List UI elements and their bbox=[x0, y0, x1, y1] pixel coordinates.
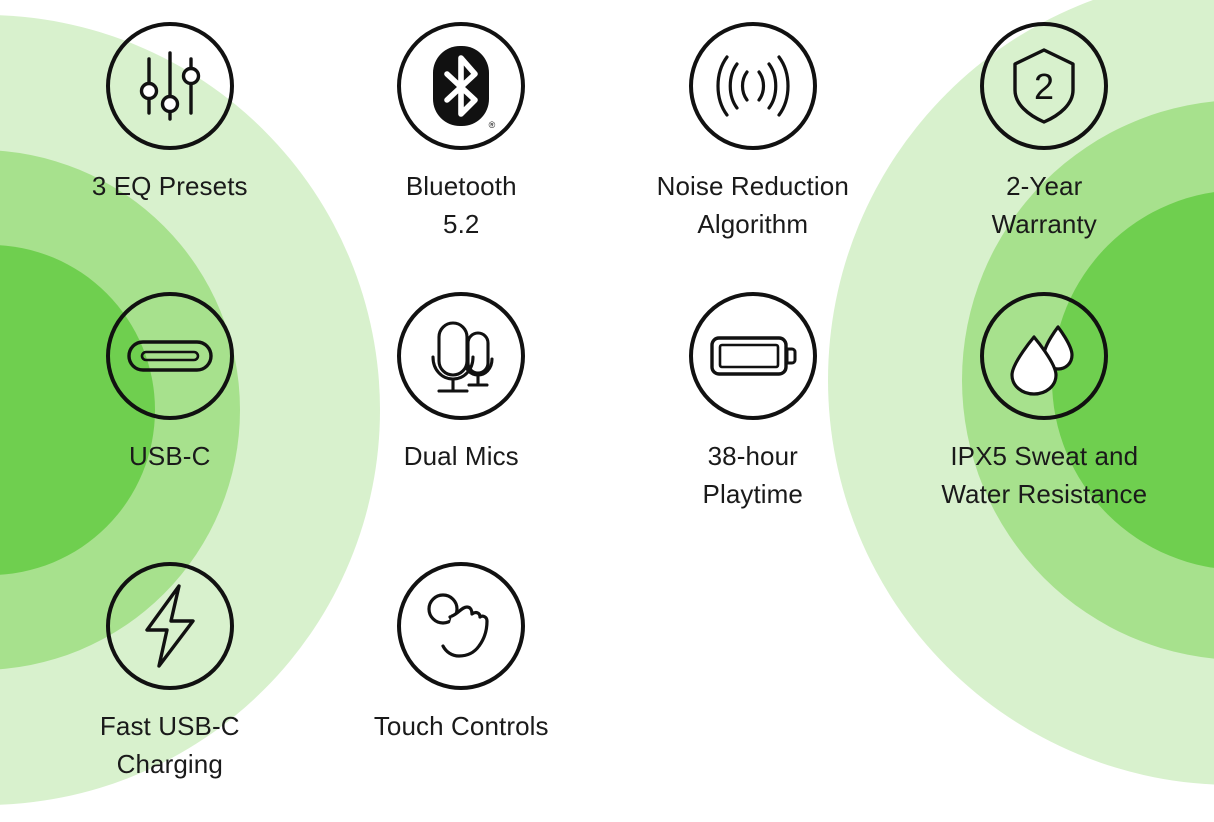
feature-item-bluetooth: ® Bluetooth 5.2 bbox=[316, 22, 608, 292]
feature-label: 38-hour Playtime bbox=[702, 441, 803, 509]
bluetooth-icon: ® bbox=[397, 22, 526, 150]
feature-label: IPX5 Sweat and Water Resistance bbox=[941, 441, 1148, 509]
feature-label: Touch Controls bbox=[373, 711, 549, 741]
feature-item-usb-c: USB-C bbox=[24, 292, 316, 562]
feature-item-touch-controls: Touch Controls bbox=[316, 562, 608, 822]
feature-item-warranty: 2 2-Year Warranty bbox=[899, 22, 1191, 292]
sound-waves-icon bbox=[688, 22, 817, 150]
lightning-bolt-icon bbox=[105, 562, 234, 690]
feature-item-water-resistance: IPX5 Sweat and Water Resistance bbox=[899, 292, 1191, 562]
feature-item-noise-reduction: Noise Reduction Algorithm bbox=[607, 22, 899, 292]
registered-trademark-mark: ® bbox=[488, 120, 496, 130]
feature-item-playtime: 38-hour Playtime bbox=[607, 292, 899, 562]
svg-text:2: 2 bbox=[1034, 66, 1054, 107]
feature-label: 2-Year Warranty bbox=[991, 171, 1097, 239]
shield-warranty-icon: 2 bbox=[980, 22, 1109, 150]
water-droplets-icon bbox=[980, 292, 1109, 420]
feature-label: Bluetooth 5.2 bbox=[405, 171, 517, 239]
battery-icon bbox=[688, 292, 817, 420]
feature-item-eq-presets: 3 EQ Presets bbox=[24, 22, 316, 292]
usb-c-port-icon bbox=[105, 292, 234, 420]
touch-hand-icon bbox=[397, 562, 526, 690]
dual-microphones-icon bbox=[397, 292, 526, 420]
feature-label: Noise Reduction Algorithm bbox=[656, 171, 849, 239]
feature-item-dual-mics: Dual Mics bbox=[316, 292, 608, 562]
feature-label: 3 EQ Presets bbox=[91, 171, 248, 201]
equalizer-sliders-icon bbox=[105, 22, 234, 150]
feature-label: USB-C bbox=[129, 441, 211, 471]
feature-label: Fast USB-C Charging bbox=[99, 711, 240, 779]
feature-item-fast-charging: Fast USB-C Charging bbox=[24, 562, 316, 822]
feature-label: Dual Mics bbox=[403, 441, 519, 471]
